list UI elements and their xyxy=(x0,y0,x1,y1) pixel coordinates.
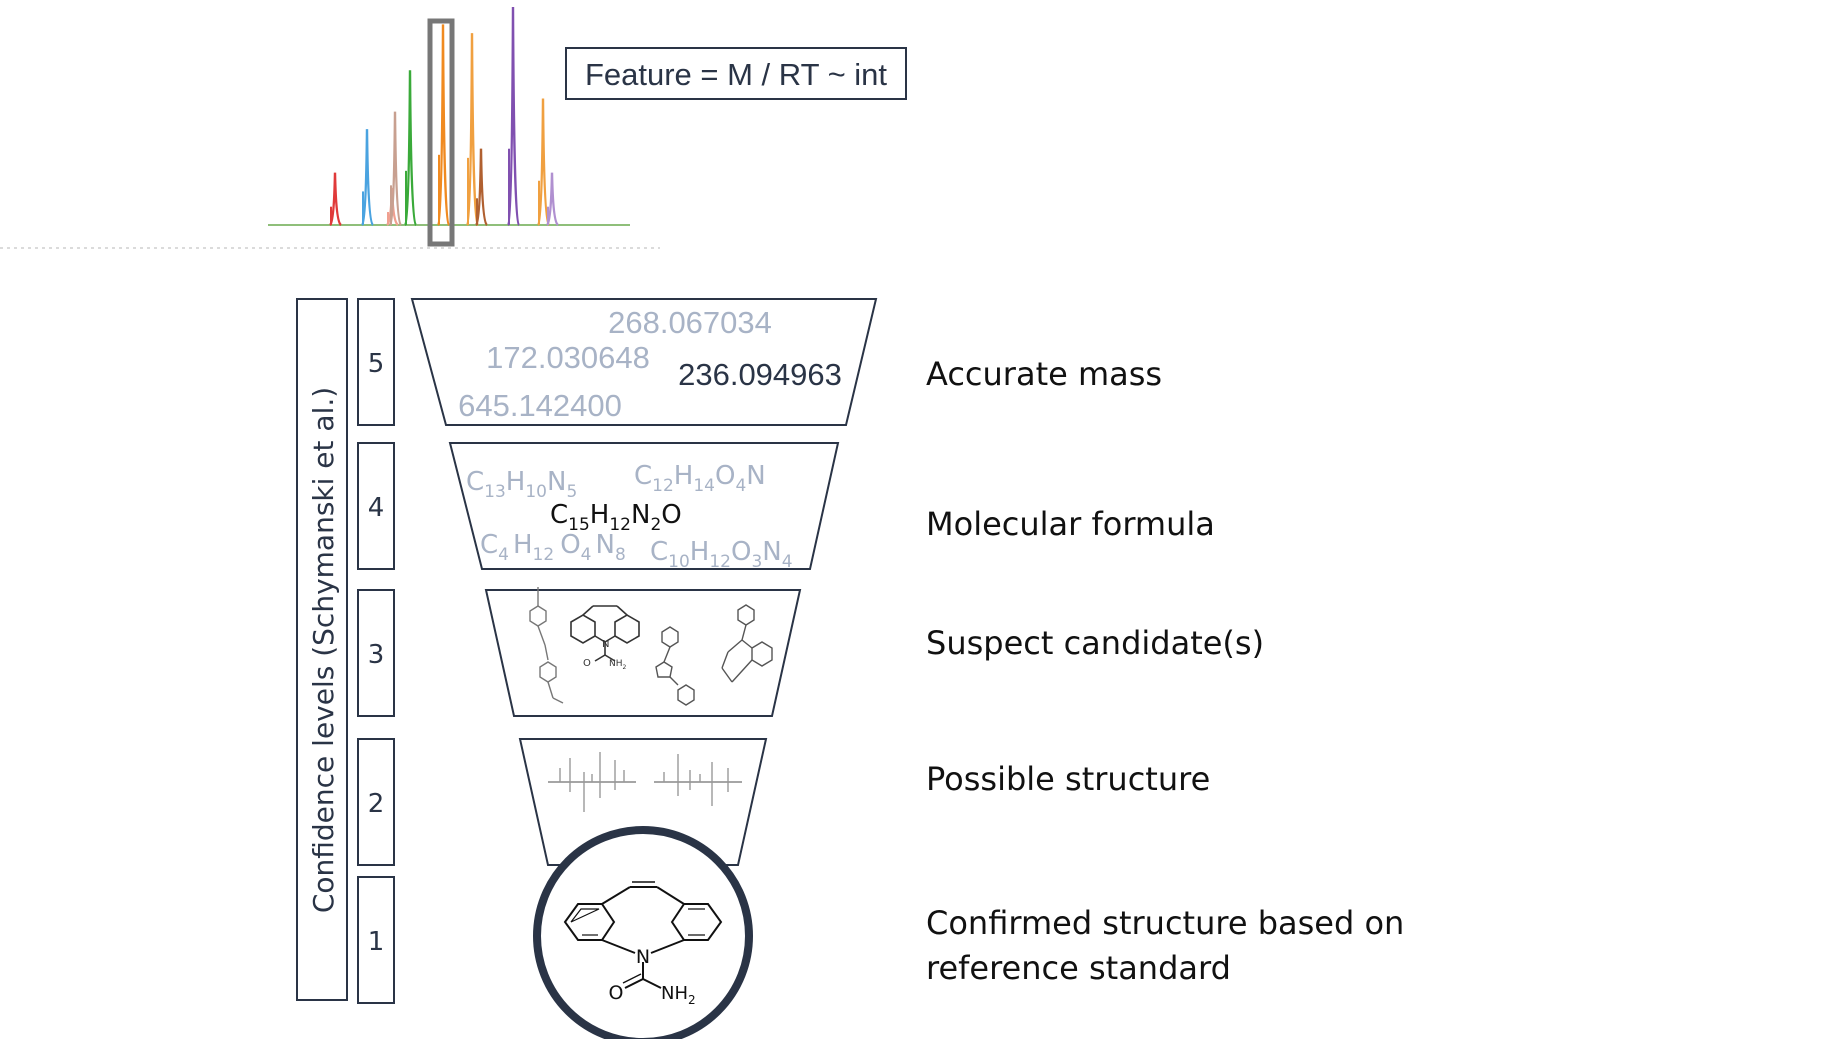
benzene-ring-left xyxy=(563,903,616,941)
level-5-box xyxy=(357,298,395,426)
funnel-trapezoid-3 xyxy=(484,589,802,717)
funnel-stage-3: N O NH2 xyxy=(484,587,802,717)
mass-main: 236.094963 xyxy=(678,357,842,392)
level-2-number: 2 xyxy=(368,789,385,819)
n-bond-left xyxy=(601,939,636,954)
confirmed-structure-circle xyxy=(533,826,753,1039)
mirror-spectra xyxy=(548,752,742,812)
confidence-levels-label: Confidence levels (Schymanski et al.) xyxy=(307,387,340,913)
chromatogram xyxy=(0,6,660,249)
funnel-stage-2 xyxy=(518,738,768,866)
mass-faded-1: 268.067034 xyxy=(608,305,772,340)
feature-definition-box: Feature = M / RT ~ int xyxy=(565,47,907,100)
level-5-number: 5 xyxy=(368,349,385,379)
candidate-structure-4 xyxy=(721,604,773,683)
funnel-stage-5: 268.067034 172.030648 236.094963 645.142… xyxy=(410,298,878,426)
chromatogram-peak-2 xyxy=(360,129,375,227)
level-number-boxes: 5 4 3 2 1 xyxy=(357,298,395,1004)
level-5-description: Accurate mass xyxy=(926,355,1162,393)
level-2-description: Possible structure xyxy=(926,760,1210,798)
chromatogram-peak-6 xyxy=(436,24,451,227)
co-bond xyxy=(624,978,644,989)
bridge-right xyxy=(656,886,685,905)
n-atom-label: N xyxy=(636,946,650,968)
nh2-atom-label: NH2 xyxy=(661,983,696,1007)
level-3-number: 3 xyxy=(368,640,385,670)
formula-faded-1: C13H10N5 xyxy=(466,467,577,502)
confidence-levels-axis: Confidence levels (Schymanski et al.) xyxy=(296,298,348,1001)
chromatogram-peak-7 xyxy=(465,33,480,227)
funnel-trapezoid-2 xyxy=(518,738,768,866)
highlight-box xyxy=(427,18,455,247)
feature-definition-text: Feature = M / RT ~ int xyxy=(585,57,887,92)
level-2-box xyxy=(357,738,395,866)
candidate-structure-1 xyxy=(529,587,564,704)
chromatogram-peak-10 xyxy=(536,98,551,227)
candidate-2-o-label: O xyxy=(583,658,591,669)
formula-main: C15H12N2O xyxy=(550,500,682,535)
level-3-description: Suspect candidate(s) xyxy=(926,624,1264,662)
funnel-trapezoid-5 xyxy=(410,298,878,426)
level-4-description: Molecular formula xyxy=(926,505,1215,543)
chromatogram-peak-11 xyxy=(545,172,559,227)
c-nh2-bond xyxy=(642,978,662,989)
chromatogram-peak-5 xyxy=(403,70,418,227)
level-1-description-line-1: Confirmed structure based on xyxy=(926,904,1404,942)
candidate-2-nh2-label: NH2 xyxy=(609,659,627,671)
mass-faded-3: 645.142400 xyxy=(458,388,622,423)
funnel-trapezoid-4 xyxy=(448,442,840,570)
carbamazepine-structure xyxy=(563,881,723,989)
chromatogram-peak-8 xyxy=(474,148,488,227)
level-1-number: 1 xyxy=(368,927,385,957)
candidate-structure-3 xyxy=(655,626,695,706)
chromatogram-peak-4 xyxy=(388,111,403,227)
level-1-description-line-2: reference standard xyxy=(926,949,1231,987)
mass-faded-2: 172.030648 xyxy=(486,340,650,375)
formula-faded-4: C10H12O3N4 xyxy=(650,537,793,572)
funnel-stage-1: N O NH2 xyxy=(533,826,753,1039)
candidate-2-n-label: N xyxy=(602,639,609,650)
bridge-left xyxy=(601,886,631,905)
chromatogram-peaks xyxy=(328,6,559,227)
n-bond-right xyxy=(650,939,685,954)
formula-faded-2: C12H14O4N xyxy=(634,461,766,496)
o-atom-label: O xyxy=(609,982,624,1004)
confidence-levels-frame xyxy=(296,298,348,1001)
level-4-number: 4 xyxy=(368,493,385,523)
level-1-box xyxy=(357,876,395,1004)
chromatogram-peak-1 xyxy=(328,172,342,227)
candidate-structure-2 xyxy=(570,605,640,662)
chromatogram-peak-9 xyxy=(506,6,521,227)
level-4-box xyxy=(357,442,395,570)
level-3-box xyxy=(357,589,395,717)
feature-box-frame xyxy=(565,47,907,100)
level-descriptions: Accurate mass Molecular formula Suspect … xyxy=(926,355,1404,987)
